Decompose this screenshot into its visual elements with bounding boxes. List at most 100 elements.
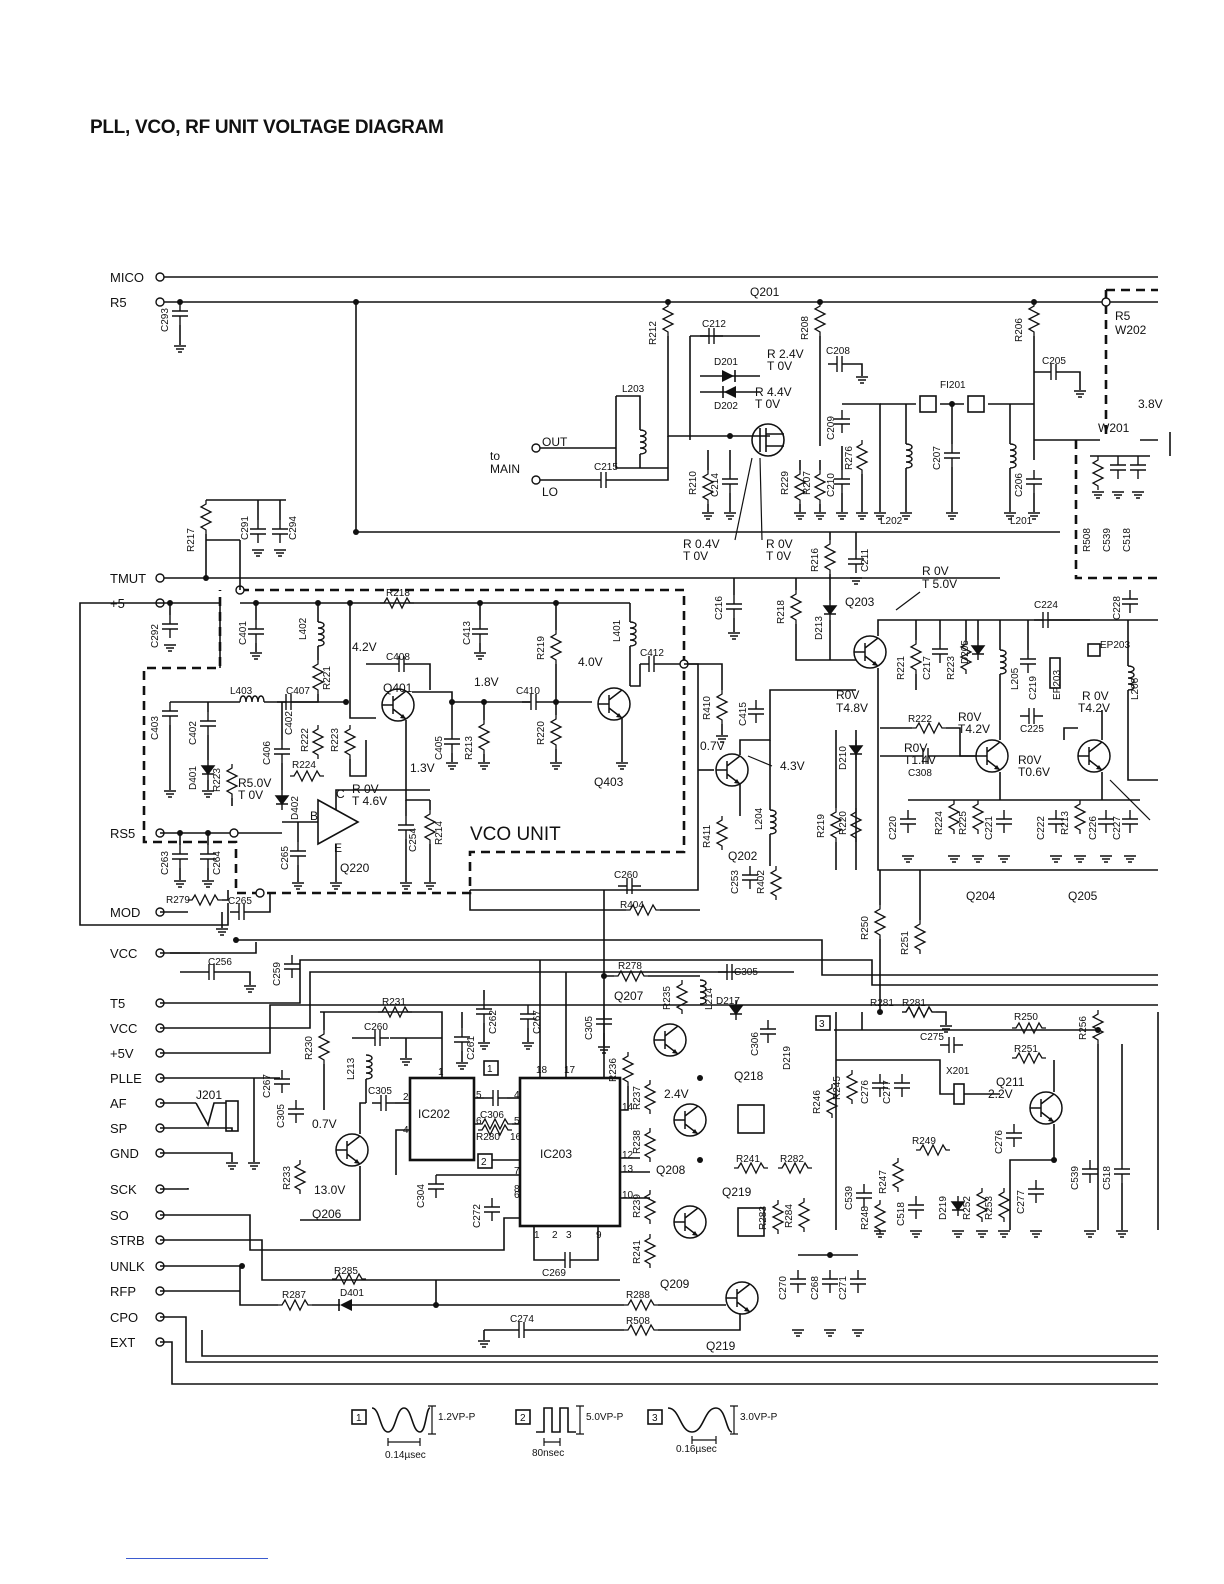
svg-text:D402: D402 — [290, 796, 301, 820]
pin-r5: R5 — [110, 295, 165, 310]
svg-text:C304: C304 — [416, 1184, 427, 1208]
svg-text:C265: C265 — [228, 896, 252, 907]
svg-text:B: B — [310, 809, 318, 823]
svg-text:W202: W202 — [1115, 323, 1147, 337]
svg-text:R223: R223 — [946, 656, 957, 680]
svg-text:R5.0V: R5.0V — [238, 776, 271, 790]
svg-text:C228: C228 — [1112, 596, 1123, 620]
svg-text:C270: C270 — [778, 1276, 789, 1300]
svg-text:4.2V: 4.2V — [352, 640, 377, 654]
svg-text:R283: R283 — [758, 1206, 769, 1230]
svg-text:R5: R5 — [1115, 309, 1131, 323]
svg-text:UNLK: UNLK — [110, 1259, 145, 1274]
svg-text:L202: L202 — [880, 516, 903, 527]
svg-text:R282: R282 — [780, 1154, 804, 1165]
svg-text:C293: C293 — [160, 308, 171, 332]
svg-text:C518: C518 — [1102, 1166, 1113, 1190]
svg-text:T 5.0V: T 5.0V — [922, 577, 957, 591]
svg-text:1: 1 — [356, 1413, 362, 1424]
svg-text:T4.2V: T4.2V — [1078, 701, 1110, 715]
svg-text:L214: L214 — [704, 987, 715, 1010]
svg-text:D219: D219 — [938, 1196, 949, 1220]
svg-text:4.3V: 4.3V — [780, 759, 805, 773]
svg-text:R0V: R0V — [958, 710, 981, 724]
svg-text:R0V: R0V — [836, 688, 859, 702]
svg-text:SCK: SCK — [110, 1182, 137, 1197]
svg-text:C410: C410 — [516, 686, 540, 697]
svg-text:R221: R221 — [322, 666, 333, 690]
svg-text:AF: AF — [110, 1096, 127, 1111]
svg-text:T 0V: T 0V — [767, 359, 792, 373]
svg-text:R 0V: R 0V — [1082, 689, 1109, 703]
page-title: PLL, VCO, RF UNIT VOLTAGE DIAGRAM — [90, 117, 444, 138]
svg-text:4: 4 — [514, 1090, 520, 1101]
q403-transistor — [597, 687, 631, 721]
svg-text:17: 17 — [564, 1065, 576, 1076]
svg-text:5: 5 — [476, 1090, 482, 1101]
pin-so: SO — [110, 1208, 165, 1223]
svg-text:C220: C220 — [888, 816, 899, 840]
svg-text:R206: R206 — [1014, 318, 1025, 342]
svg-text:C212: C212 — [702, 319, 726, 330]
svg-text:C308: C308 — [908, 768, 932, 779]
svg-text:C216: C216 — [714, 596, 725, 620]
svg-text:R221: R221 — [896, 656, 907, 680]
svg-text:2: 2 — [403, 1092, 409, 1103]
svg-text:1: 1 — [534, 1230, 540, 1241]
svg-text:C405: C405 — [434, 736, 445, 760]
svg-text:C413: C413 — [462, 621, 473, 645]
svg-text:R225: R225 — [958, 811, 969, 835]
svg-text:SP: SP — [110, 1121, 127, 1136]
svg-text:1.8V: 1.8V — [474, 675, 499, 689]
svg-text:FI201: FI201 — [940, 380, 966, 391]
svg-text:E: E — [334, 841, 342, 855]
svg-text:Q401: Q401 — [383, 681, 413, 695]
svg-text:MICO: MICO — [110, 270, 144, 285]
svg-text:IC203: IC203 — [540, 1147, 572, 1161]
svg-text:CPO: CPO — [110, 1310, 138, 1325]
svg-text:Q403: Q403 — [594, 775, 624, 789]
svg-text:C206: C206 — [1014, 473, 1025, 497]
pin-plus5v: +5V — [110, 1046, 165, 1061]
svg-text:C539: C539 — [1070, 1166, 1081, 1190]
pin-tmut: TMUT — [110, 571, 165, 586]
pin-gnd: GND — [110, 1146, 165, 1161]
svg-text:1: 1 — [487, 1064, 493, 1075]
svg-text:T 0V: T 0V — [683, 549, 708, 563]
svg-text:L206: L206 — [1130, 677, 1141, 700]
pin-plle: PLLE — [110, 1071, 165, 1086]
svg-text:MOD: MOD — [110, 905, 140, 920]
svg-text:T4.8V: T4.8V — [836, 701, 868, 715]
svg-text:C539: C539 — [844, 1186, 855, 1210]
svg-text:16: 16 — [510, 1132, 522, 1143]
pin-rs5: RS5 — [110, 826, 165, 841]
svg-text:R236: R236 — [608, 1058, 619, 1082]
svg-text:R247: R247 — [878, 1170, 889, 1194]
svg-text:STRB: STRB — [110, 1233, 145, 1248]
svg-text:L213: L213 — [346, 1057, 357, 1080]
svg-text:C305: C305 — [734, 967, 758, 978]
svg-text:C261: C261 — [466, 1036, 477, 1060]
q208-transistor — [673, 1103, 707, 1137]
svg-text:R402: R402 — [756, 870, 767, 894]
svg-text:18: 18 — [536, 1065, 548, 1076]
svg-text:IC202: IC202 — [418, 1107, 450, 1121]
svg-text:R5: R5 — [110, 295, 127, 310]
svg-text:R281: R281 — [902, 998, 926, 1009]
q219-fet — [737, 1207, 765, 1237]
q206-transistor — [335, 1133, 369, 1167]
svg-text:12: 12 — [622, 1150, 634, 1161]
svg-text:L401: L401 — [612, 619, 623, 642]
svg-text:3: 3 — [566, 1230, 572, 1241]
svg-text:R 0V: R 0V — [766, 537, 793, 551]
svg-text:C259: C259 — [272, 962, 283, 986]
svg-text:3.0VP-P: 3.0VP-P — [740, 1412, 778, 1423]
svg-text:Q209: Q209 — [660, 1277, 690, 1291]
svg-text:R208: R208 — [800, 316, 811, 340]
svg-text:C262: C262 — [488, 1010, 499, 1034]
svg-text:R207: R207 — [802, 471, 813, 495]
svg-text:C403: C403 — [150, 716, 161, 740]
svg-text:D210: D210 — [838, 746, 849, 770]
svg-text:Q219: Q219 — [722, 1185, 752, 1199]
